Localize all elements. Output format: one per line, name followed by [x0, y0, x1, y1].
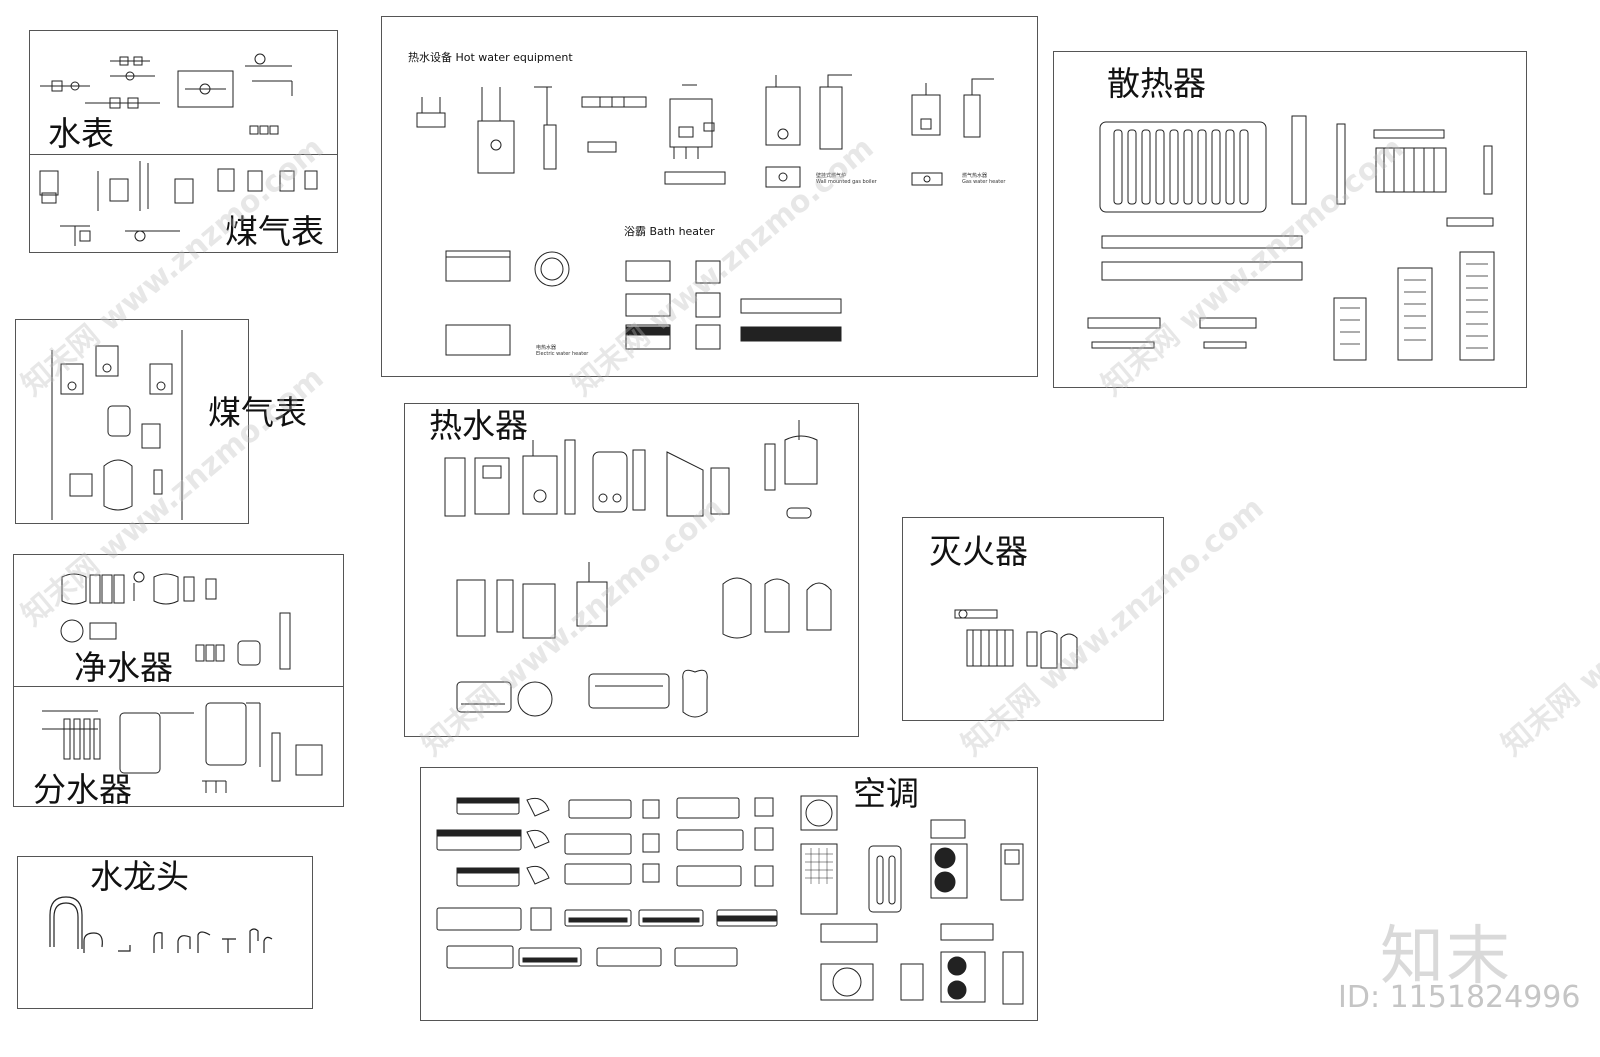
- wall-boiler-label-en: Wall mounted gas boiler: [816, 179, 877, 185]
- radiator-title: 散热器: [1107, 64, 1206, 103]
- water-distributor-title: 分水器: [33, 770, 132, 809]
- fire-extinguisher-drawings: [954, 609, 1078, 669]
- electric-water-heater-label-cn: 电热水器: [536, 345, 557, 351]
- electric-water-heater-label: 电热水器 Electric water heater: [536, 345, 588, 357]
- water-heater-drawings: [444, 420, 832, 718]
- panel-radiator: 散热器: [1053, 51, 1527, 388]
- water-meter-gas-meter-title: 煤气表: [225, 212, 324, 251]
- water-meter-divider: [30, 154, 337, 155]
- water-purifier-drawings: [42, 571, 323, 793]
- fire-extinguisher-title: 灭火器: [929, 532, 1028, 571]
- faucet-drawings: [49, 896, 273, 953]
- water-purifier-divider: [14, 686, 343, 687]
- air-conditioner-title: 空调: [853, 774, 919, 813]
- hot-water-equipment-heading: 热水设备 Hot water equipment: [408, 51, 573, 64]
- electric-water-heater-label-en: Electric water heater: [536, 351, 589, 357]
- panel-fire-extinguisher: 灭火器: [902, 517, 1164, 721]
- hot-water-equipment-drawings: [416, 74, 994, 356]
- gas-water-heater-label-en: Gas water heater: [962, 179, 1006, 185]
- panel-water-purifier: 净水器 分水器: [13, 554, 344, 807]
- watermark-logo: 知末: [1380, 920, 1512, 994]
- gas-water-heater-label-cn: 燃气热水器: [962, 173, 988, 179]
- bath-heater-heading: 浴霸 Bath heater: [624, 225, 715, 238]
- air-conditioner-drawings: [436, 795, 1024, 1005]
- panel-hot-water-equipment: 热水设备 Hot water equipment 浴霸 Bath heater …: [381, 16, 1038, 377]
- gas-meter-drawings: [51, 330, 183, 520]
- water-purifier-title: 净水器: [74, 648, 173, 687]
- panel-gas-meter: 煤气表: [15, 319, 307, 524]
- radiator-drawings: [1087, 115, 1495, 361]
- faucet-title: 水龙头: [90, 857, 189, 896]
- wall-boiler-label-cn: 壁挂式燃气炉: [816, 173, 847, 179]
- panel-faucet: 水龙头: [17, 856, 313, 1009]
- water-meter-title: 水表: [48, 114, 114, 153]
- watermark-id: ID: 1151824996: [1338, 980, 1581, 1015]
- gas-meter-title: 煤气表: [208, 393, 307, 432]
- wall-boiler-label: 壁挂式燃气炉 Wall mounted gas boiler: [816, 173, 877, 185]
- water-heater-title: 热水器: [429, 406, 528, 445]
- panel-water-heater: 热水器: [404, 403, 859, 737]
- water-meter-drawings: [39, 53, 318, 246]
- panel-water-meter: 水表 煤气表: [29, 30, 338, 253]
- gas-water-heater-label: 燃气热水器 Gas water heater: [962, 173, 1005, 185]
- panel-air-conditioner: 空调: [420, 767, 1038, 1021]
- watermark-text-7: 知末网 www.znzmo.com: [1495, 490, 1600, 763]
